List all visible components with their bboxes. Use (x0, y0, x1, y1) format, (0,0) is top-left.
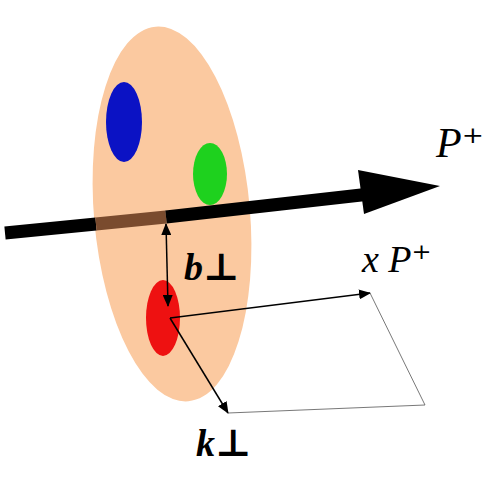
longitudinal-momentum-arrow (170, 293, 370, 318)
transverse-momentum-label: k⊥ (196, 424, 251, 462)
momentum-arrow-hidden-part (96, 217, 166, 224)
impact-parameter-label: b⊥ (184, 248, 239, 286)
momentum-label: P⁺ (436, 122, 484, 164)
impact-parameter-vector (166, 224, 168, 306)
momentum-arrow-shaft (166, 194, 370, 217)
parallelogram-lines (228, 293, 425, 413)
green-quark (193, 143, 227, 205)
transverse-momentum-arrow (170, 318, 228, 413)
momentum-arrow-shaft (5, 224, 96, 233)
blue-quark (106, 82, 142, 162)
momentum-fraction-label: x P⁺ (362, 240, 432, 278)
momentum-arrow-head (358, 170, 440, 214)
